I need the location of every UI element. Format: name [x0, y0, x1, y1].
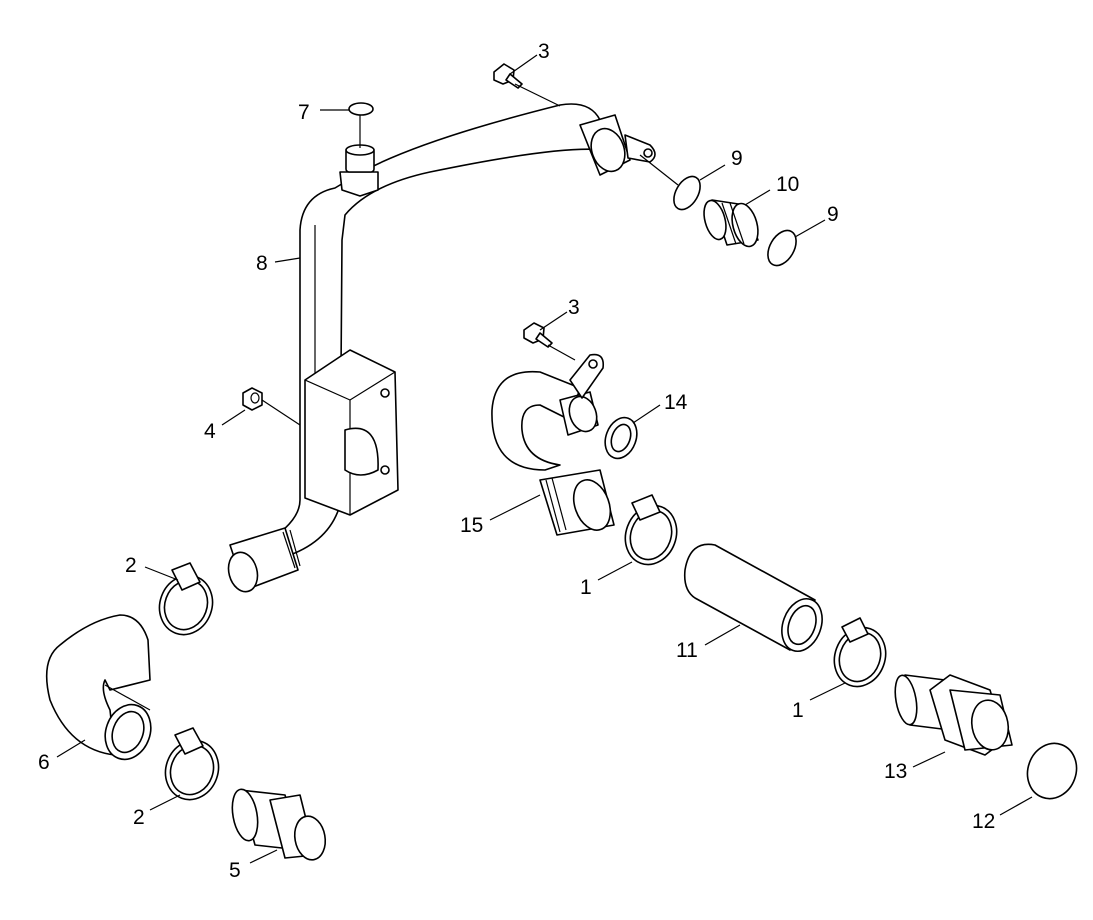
- callout-12: 12: [972, 810, 995, 833]
- callout-labels: 3 7 8 9 10 9 4 3 14 15 2 1 11 1 6 2 5 13…: [38, 40, 995, 882]
- callout-8: 8: [256, 252, 268, 275]
- callout-9-lower: 9: [827, 203, 839, 226]
- part-8-coolant-pipe: [227, 103, 656, 593]
- part-1-hose-clamp-lower: [833, 617, 887, 688]
- callout-3-lower: 3: [568, 296, 580, 319]
- part-14-washer: [604, 416, 638, 460]
- callout-6: 6: [38, 751, 50, 774]
- callout-13: 13: [884, 760, 907, 783]
- part-2-hose-clamp-upper: [158, 562, 214, 636]
- callout-15: 15: [460, 514, 483, 537]
- part-15-bent-pipe: [491, 353, 615, 536]
- part-1-hose-clamp-upper: [624, 494, 678, 566]
- part-4-nut: [242, 387, 263, 411]
- part-9-o-ring-lower: [767, 229, 797, 267]
- part-12-o-ring: [1026, 742, 1078, 800]
- part-11-straight-hose: [683, 543, 823, 652]
- callout-10: 10: [776, 173, 799, 196]
- callout-7: 7: [298, 101, 310, 124]
- part-9-o-ring-upper: [673, 175, 701, 211]
- callout-9-upper: 9: [731, 147, 743, 170]
- part-13-adapter: [894, 674, 1013, 756]
- leader-lines: [56, 54, 1033, 864]
- callout-2-upper: 2: [125, 554, 137, 577]
- part-2-hose-clamp-lower: [164, 727, 220, 801]
- callout-5: 5: [229, 859, 241, 882]
- callout-1-lower: 1: [792, 699, 804, 722]
- part-3-bolt-upper: [493, 63, 523, 89]
- callout-2-lower: 2: [133, 806, 145, 829]
- callout-14: 14: [664, 391, 688, 414]
- part-7-o-ring: [348, 102, 374, 116]
- part-5-fitting: [231, 788, 327, 861]
- callout-1-upper: 1: [580, 576, 592, 599]
- callout-4: 4: [204, 420, 216, 443]
- part-3-bolt-lower: [523, 322, 553, 348]
- part-10-sleeve: [703, 199, 759, 248]
- part-6-elbow-hose: [45, 614, 152, 761]
- callout-11: 11: [676, 639, 698, 662]
- callout-3-upper: 3: [538, 40, 550, 63]
